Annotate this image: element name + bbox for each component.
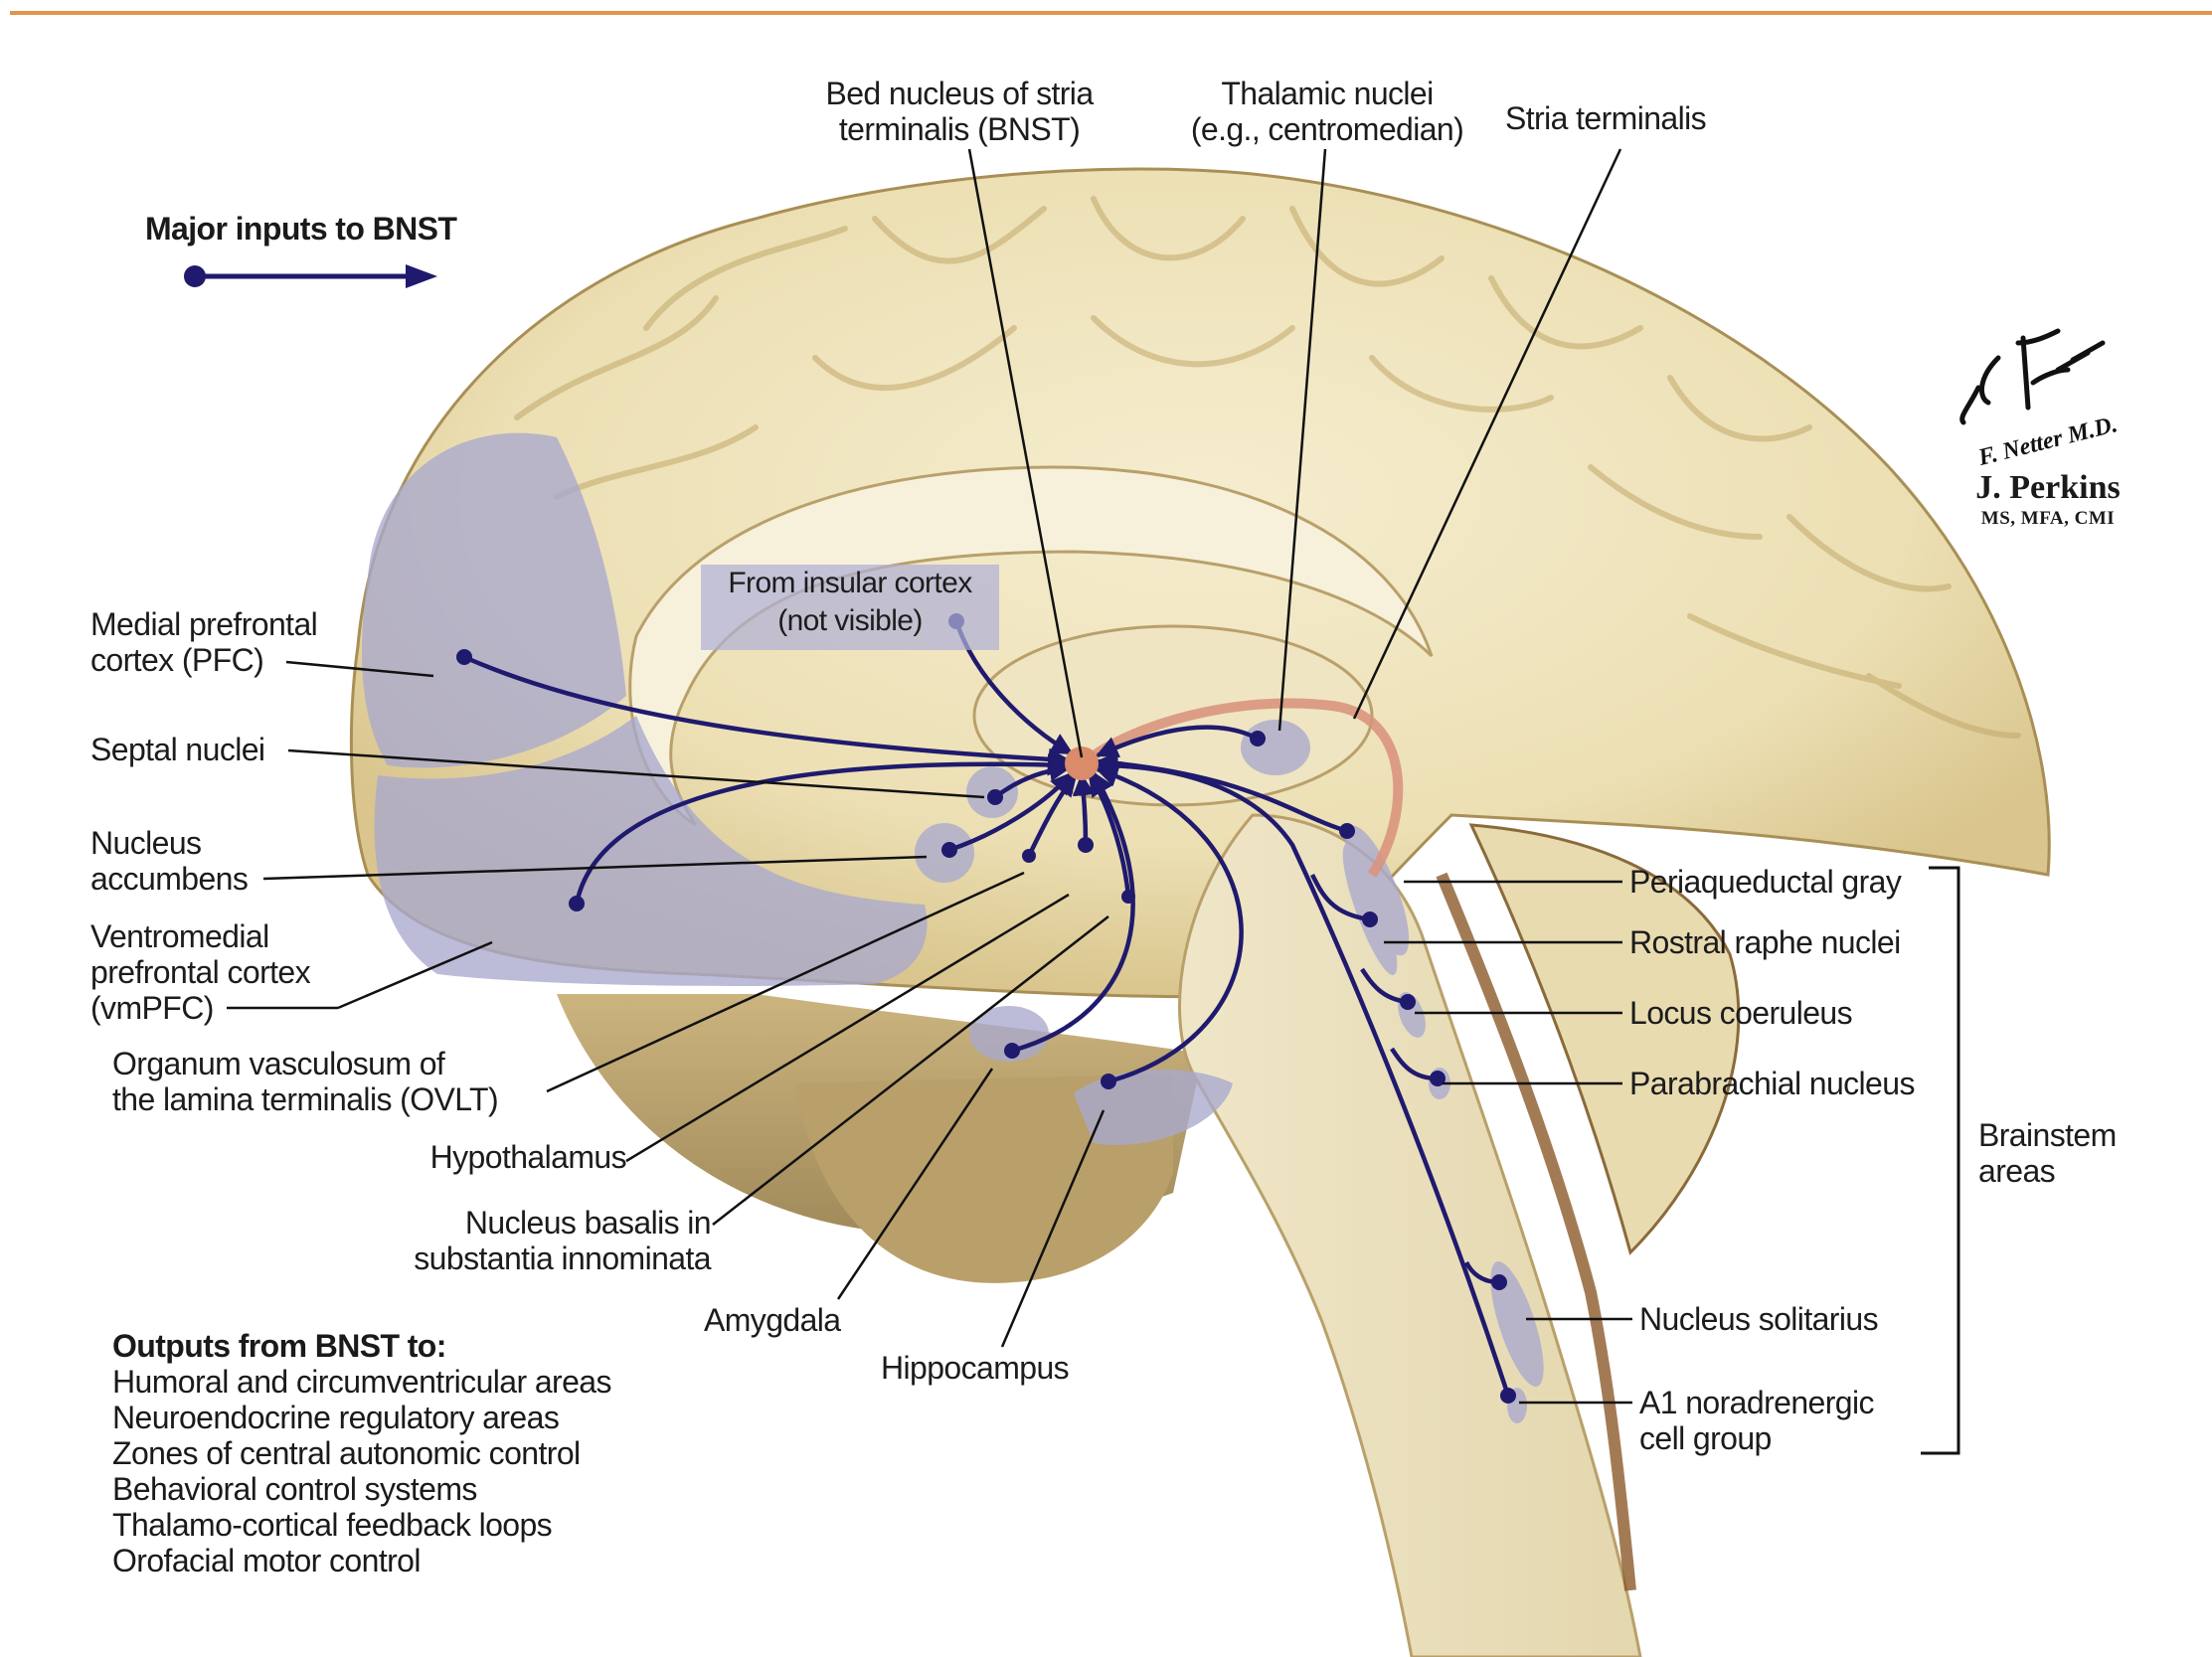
legend-title: Major inputs to BNST	[145, 211, 457, 247]
vmpfc-region	[374, 716, 928, 986]
path-septal	[993, 758, 1073, 799]
label-thalamic: Thalamic nuclei (e.g., centromedian)	[1163, 76, 1491, 147]
hippocampus-region	[1074, 1070, 1233, 1145]
label-mpfc: Medial prefrontal cortex (PFC)	[90, 606, 318, 678]
label-bnst-line2: terminalis (BNST)	[838, 111, 1081, 147]
label-a1-line2: cell group	[1639, 1420, 1772, 1456]
label-ovlt: Organum vasculosum of the lamina termina…	[112, 1046, 499, 1117]
path-thalamic	[1095, 725, 1260, 758]
label-hypothalamus: Hypothalamus	[429, 1139, 627, 1175]
stria-terminalis-path	[1091, 698, 1404, 878]
label-a1-line1: A1 noradrenergic	[1639, 1385, 1874, 1420]
cerebellum-shape	[1468, 823, 1741, 1255]
raphe-region	[1342, 844, 1398, 975]
bnst-hub	[1065, 746, 1099, 780]
label-mpfc-line2: cortex (PFC)	[90, 642, 264, 678]
input-regions	[362, 432, 1544, 1423]
label-bnst: Bed nucleus of stria terminalis (BNST)	[795, 76, 1123, 147]
solitarius-region	[1490, 1260, 1544, 1388]
amygdala-region	[969, 1006, 1049, 1062]
label-accumbens: Nucleus accumbens	[90, 825, 249, 897]
output-item: Thalamo-cortical feedback loops	[112, 1507, 553, 1543]
label-parabrachial: Parabrachial nucleus	[1629, 1066, 1915, 1101]
label-solitarius: Nucleus solitarius	[1639, 1301, 1879, 1337]
inferior-temporal	[795, 1074, 1173, 1283]
mpfc-region	[362, 432, 626, 768]
label-accumbens-line1: Nucleus	[90, 825, 202, 861]
artist-degrees: MS, MFA, CMI	[1980, 508, 2116, 529]
label-brainstem-line1: Brainstem	[1978, 1117, 2117, 1153]
label-stria: Stria terminalis	[1505, 100, 1707, 136]
label-a1: A1 noradrenergic cell group	[1639, 1385, 1874, 1456]
label-thalamic-line1: Thalamic nuclei	[1221, 76, 1434, 111]
label-hippocampus: Hippocampus	[881, 1350, 1070, 1386]
label-thalamic-line2: (e.g., centromedian)	[1190, 111, 1464, 147]
label-basalis-line1: Nucleus basalis in	[464, 1205, 712, 1241]
path-hippocampus	[1095, 764, 1244, 1084]
output-item: Zones of central autonomic control	[112, 1435, 581, 1471]
label-basalis-line2: substantia innominata	[414, 1241, 711, 1276]
label-accumbens-line2: accumbens	[90, 861, 249, 897]
label-bnst-line1: Bed nucleus of stria	[825, 76, 1094, 111]
label-locus: Locus coeruleus	[1629, 995, 1853, 1031]
label-ovlt-line1: Organum vasculosum of	[112, 1046, 445, 1081]
label-septal: Septal nuclei	[90, 732, 265, 767]
path-ovlt	[1026, 773, 1078, 857]
label-pag: Periaqueductal gray	[1629, 864, 1902, 900]
gyri-texture	[514, 196, 2021, 739]
label-basalis: Nucleus basalis in substantia innominata	[298, 1205, 711, 1276]
brainstem-bracket	[1921, 866, 1960, 1455]
output-item: Humoral and circumventricular areas	[112, 1364, 611, 1400]
label-amygdala: Amygdala	[704, 1302, 841, 1338]
input-pathways	[463, 620, 1511, 1397]
outputs-title: Outputs from BNST to:	[112, 1328, 446, 1364]
header-rule	[10, 11, 2212, 15]
artist-name: J. Perkins	[1975, 469, 2121, 506]
label-vmpfc: Ventromedial prefrontal cortex (vmPFC)	[90, 918, 311, 1026]
output-item: Neuroendocrine regulatory areas	[112, 1400, 560, 1435]
output-item: Behavioral control systems	[112, 1471, 477, 1507]
path-amygdala	[1011, 771, 1135, 1054]
insular-line1: From insular cortex	[728, 567, 972, 599]
path-raphe	[1309, 873, 1371, 922]
label-vmpfc-line1: Ventromedial	[90, 918, 269, 954]
fourth-ventricle	[1436, 872, 1636, 1591]
path-mpfc	[463, 654, 1072, 771]
path-vmpfc	[574, 753, 1071, 905]
artist-credit: J. Perkins MS, MFA, CMI	[1963, 469, 2132, 531]
insular-line2: (not visible)	[777, 604, 923, 637]
label-ovlt-line2: the lamina terminalis (OVLT)	[112, 1081, 499, 1117]
netter-signature-icon	[1959, 328, 2106, 425]
thalamic-region	[1241, 720, 1310, 775]
input-arrow-icon	[184, 264, 437, 288]
label-mpfc-line1: Medial prefrontal	[90, 606, 318, 642]
outputs-list: Outputs from BNST to: Humoral and circum…	[112, 1328, 611, 1578]
output-item: Orofacial motor control	[112, 1543, 421, 1578]
leader-lines	[227, 148, 1632, 1405]
label-vmpfc-line3: (vmPFC)	[90, 990, 214, 1026]
path-hypothalamus	[1072, 772, 1096, 846]
label-vmpfc-line2: prefrontal cortex	[90, 954, 311, 990]
label-brainstem-areas: Brainstem areas	[1978, 1117, 2117, 1189]
insular-label-box: From insular cortex (not visible)	[701, 565, 999, 650]
path-brainstem-trunk	[1095, 753, 1511, 1397]
label-brainstem-line2: areas	[1978, 1153, 2056, 1189]
label-raphe: Rostral raphe nuclei	[1629, 924, 1901, 960]
